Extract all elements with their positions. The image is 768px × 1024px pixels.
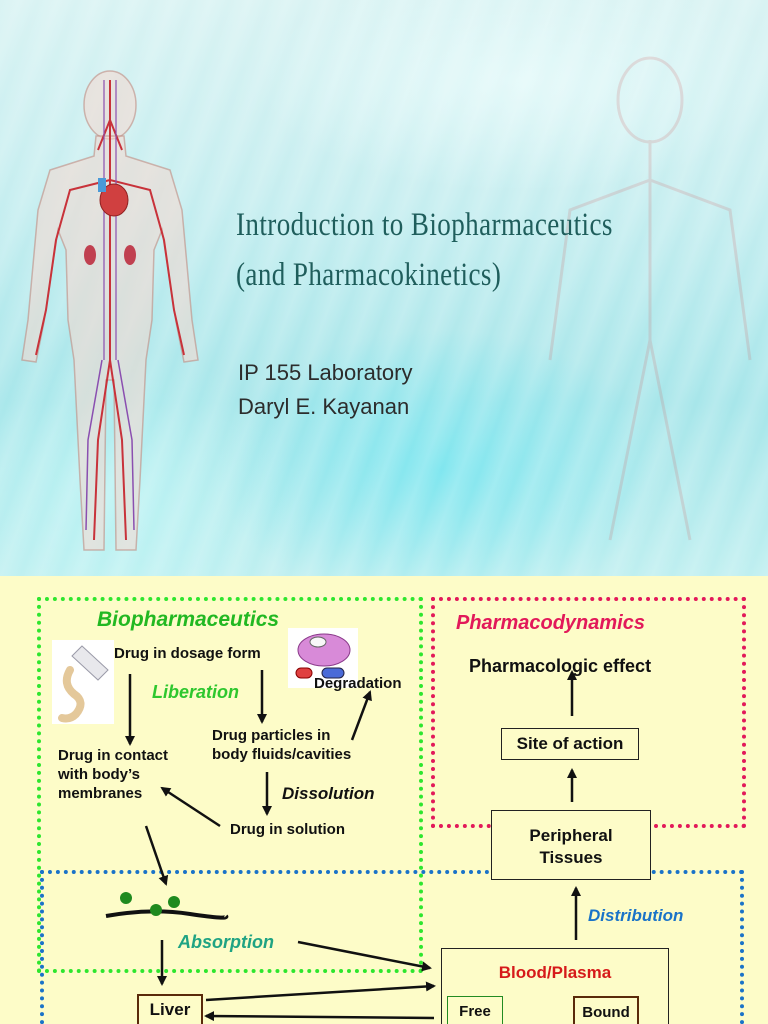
peripheral-tissues-box: Peripheral Tissues [491, 810, 651, 880]
slide-subtitle: IP 155 Laboratory Daryl E. Kayanan [238, 356, 413, 424]
drug-in-contact: Drug in contact with body’s membranes [58, 746, 168, 803]
absorption-label: Absorption [178, 932, 274, 952]
drug-particles: Drug particles in body fluids/cavities [212, 726, 351, 764]
pill-capsule-image [288, 628, 358, 688]
ghost-body-figure [548, 56, 752, 541]
bound-box: Bound [573, 996, 639, 1024]
slide-title: Introduction to Biopharmaceutics (and Ph… [236, 200, 646, 300]
liberation-label: Liberation [152, 682, 240, 702]
drug-particles-line-1: Drug particles in [212, 727, 331, 744]
title-slide: Introduction to Biopharmaceutics (and Ph… [0, 0, 768, 576]
course-name: IP 155 Laboratory [238, 360, 413, 385]
title-line-1: Introduction to Biopharmaceutics [236, 207, 613, 243]
dissolution-label: Dissolution [282, 784, 375, 803]
peripheral-line-1: Peripheral [529, 826, 613, 845]
pharmacodynamics-heading: Pharmacodynamics [456, 612, 645, 634]
drug-in-contact-line-1: Drug in contact [58, 747, 169, 764]
flow-arrows [105, 670, 581, 1023]
cream-tube-image [52, 640, 114, 724]
free-box: Free [447, 996, 503, 1024]
pharmacologic-effect: Pharmacologic effect [469, 656, 652, 676]
diagram-slide: Biopharmaceutics Pharmacodynamics Drug i… [0, 576, 768, 1024]
peripheral-line-2: Tissues [539, 848, 603, 867]
author-name: Daryl E. Kayanan [238, 394, 410, 419]
biopharmaceutics-heading: Biopharmaceutics [97, 608, 280, 631]
site-of-action-box: Site of action [501, 728, 639, 760]
degradation-label: Degradation [314, 675, 402, 692]
drug-in-contact-line-2: with body’s [58, 766, 140, 783]
distribution-label: Distribution [588, 906, 684, 925]
blood-plasma-label: Blood/Plasma [498, 963, 612, 982]
title-line-2: (and Pharmacokinetics) [236, 257, 502, 293]
pharmacokinetics-region [40, 870, 744, 1024]
liver-box: Liver [137, 994, 203, 1024]
human-circulatory-figure [21, 70, 199, 551]
biopharmaceutics-region [37, 597, 423, 973]
drug-in-solution: Drug in solution [230, 821, 345, 838]
drug-particles-line-2: body fluids/cavities [212, 746, 352, 763]
drug-in-contact-line-3: membranes [58, 785, 143, 802]
drug-in-dosage-form: Drug in dosage form [114, 645, 261, 662]
